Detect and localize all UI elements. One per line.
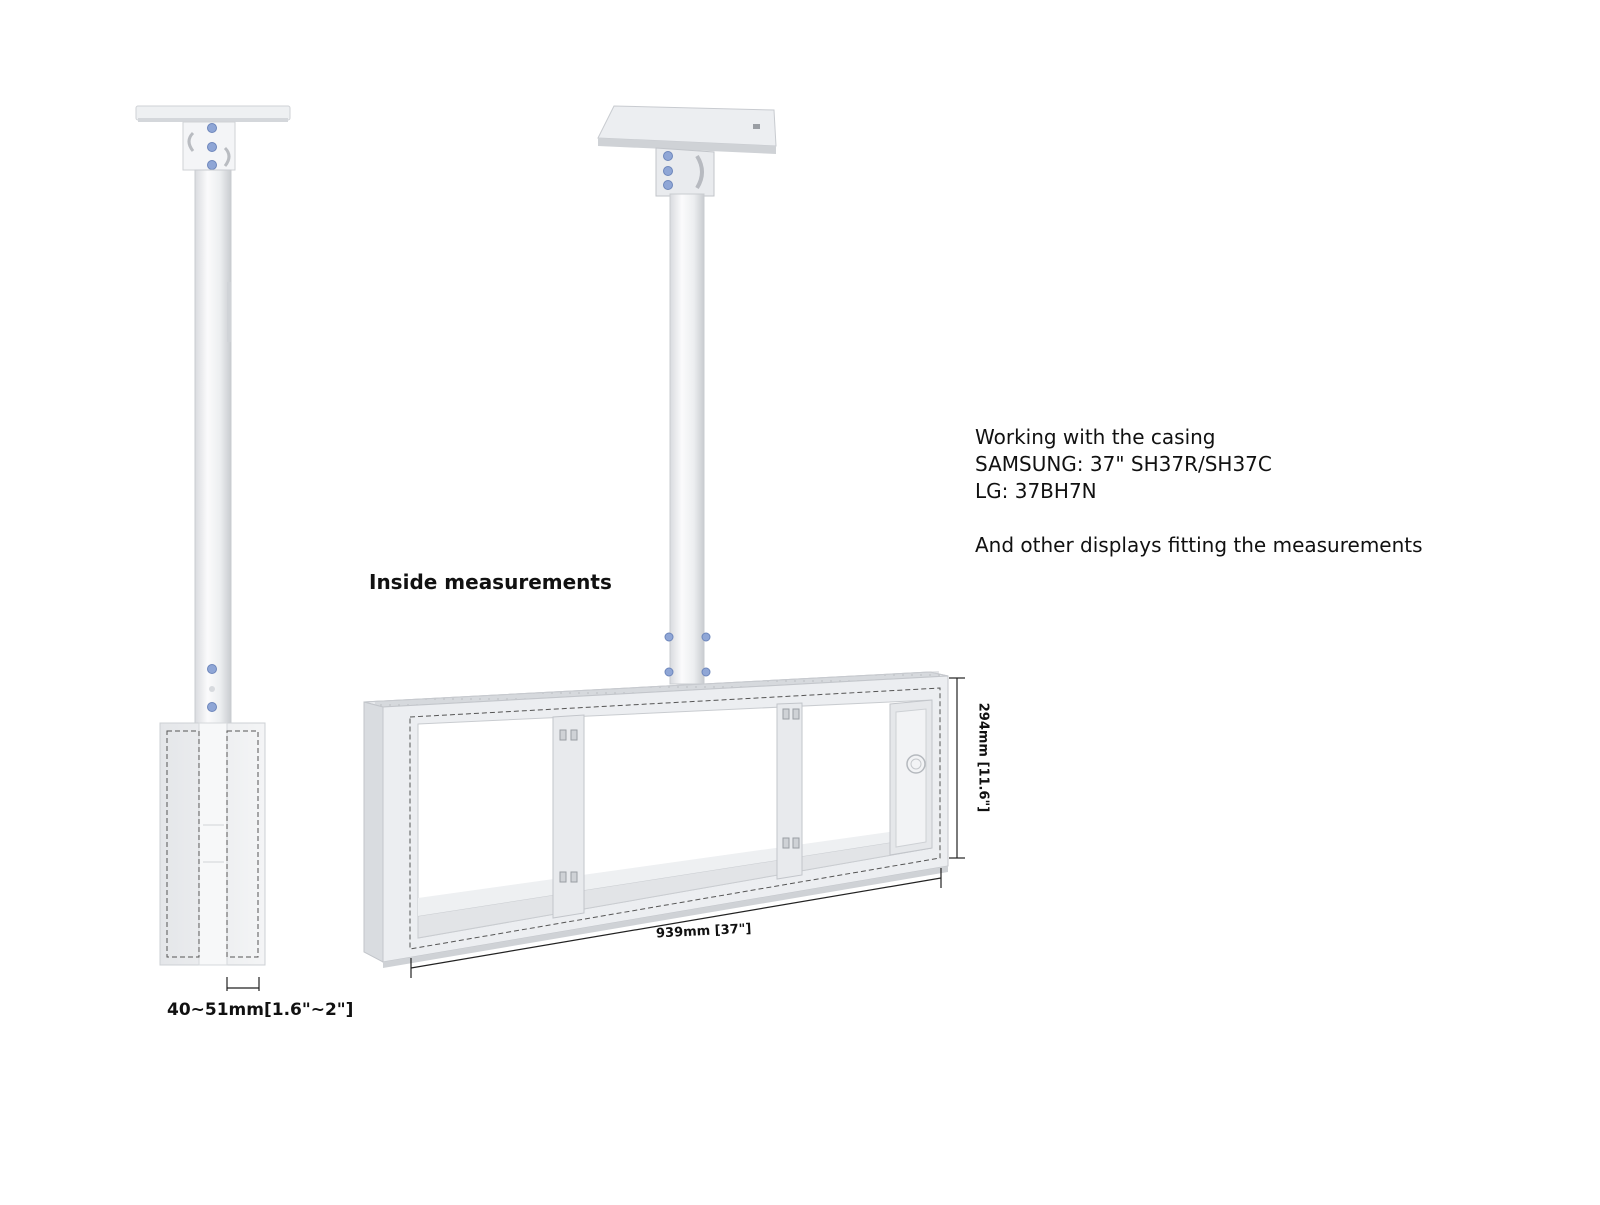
mounting-rail-right	[776, 702, 803, 880]
casing-info-line: LG: 37BH7N	[975, 479, 1097, 503]
bolt-icon	[207, 702, 217, 712]
bolt-icon	[207, 142, 217, 152]
casing-left-end	[363, 701, 384, 963]
inside-measurements-heading: Inside measurements	[369, 570, 612, 594]
bolt-icon	[663, 166, 673, 176]
bolt-icon	[207, 160, 217, 170]
casing-info-line: SAMSUNG: 37" SH37R/SH37C	[975, 452, 1272, 476]
perspective-view-mount	[363, 105, 965, 978]
casing-info-line: Working with the casing	[975, 425, 1216, 449]
pole-diameter-label: 40~51mm[1.6"~2"]	[167, 1000, 354, 1020]
bolt-icon	[664, 632, 674, 642]
bolt-icon	[663, 151, 673, 161]
bolt-icon	[663, 180, 673, 190]
casing-info-line: And other displays fitting the measureme…	[975, 533, 1423, 557]
width-dimension	[410, 868, 942, 978]
perspective-pole	[669, 193, 705, 685]
bolt-icon	[207, 664, 217, 674]
side-view-mount	[135, 105, 291, 991]
spacer	[975, 505, 1535, 532]
bolt-icon	[664, 667, 674, 677]
perspective-ceiling-plate	[597, 105, 777, 147]
inside-height-label: 294mm [11.6"]	[975, 702, 991, 813]
inside-dimension-outline	[409, 687, 941, 950]
casing-compatibility-text: Working with the casing SAMSUNG: 37" SH3…	[975, 424, 1535, 559]
bolt-icon	[207, 123, 217, 133]
display-casing-frame	[363, 671, 949, 968]
side-ceiling-plate	[135, 105, 291, 121]
bolt-icon	[701, 632, 711, 642]
mounting-rail-left	[552, 714, 585, 919]
bolt-icon	[701, 667, 711, 677]
height-dimension	[949, 677, 965, 859]
pole-diameter-dimension	[226, 977, 260, 991]
side-pole	[194, 169, 232, 725]
